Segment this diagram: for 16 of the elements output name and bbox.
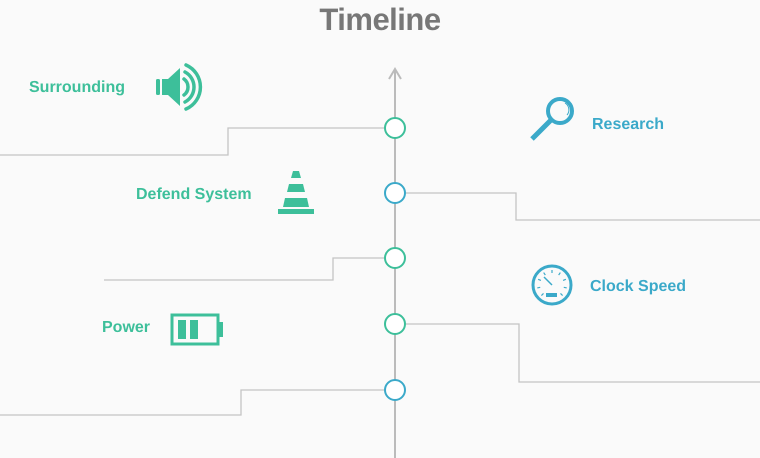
connector-line bbox=[406, 192, 760, 221]
connector-line bbox=[104, 257, 384, 281]
item-label: Research bbox=[592, 116, 664, 134]
connector-line bbox=[406, 323, 760, 383]
item-label: Power bbox=[102, 319, 150, 337]
connector-line bbox=[0, 389, 384, 416]
timeline-marker bbox=[384, 379, 406, 401]
timeline-marker bbox=[384, 247, 406, 269]
timeline-marker bbox=[384, 182, 406, 204]
timeline-marker bbox=[384, 117, 406, 139]
item-label: Defend System bbox=[136, 186, 252, 204]
item-label: Clock Speed bbox=[590, 278, 686, 296]
connector-line bbox=[0, 127, 384, 156]
timeline-marker bbox=[384, 313, 406, 335]
item-label: Surrounding bbox=[29, 79, 125, 97]
title: Timeline bbox=[318, 2, 442, 38]
